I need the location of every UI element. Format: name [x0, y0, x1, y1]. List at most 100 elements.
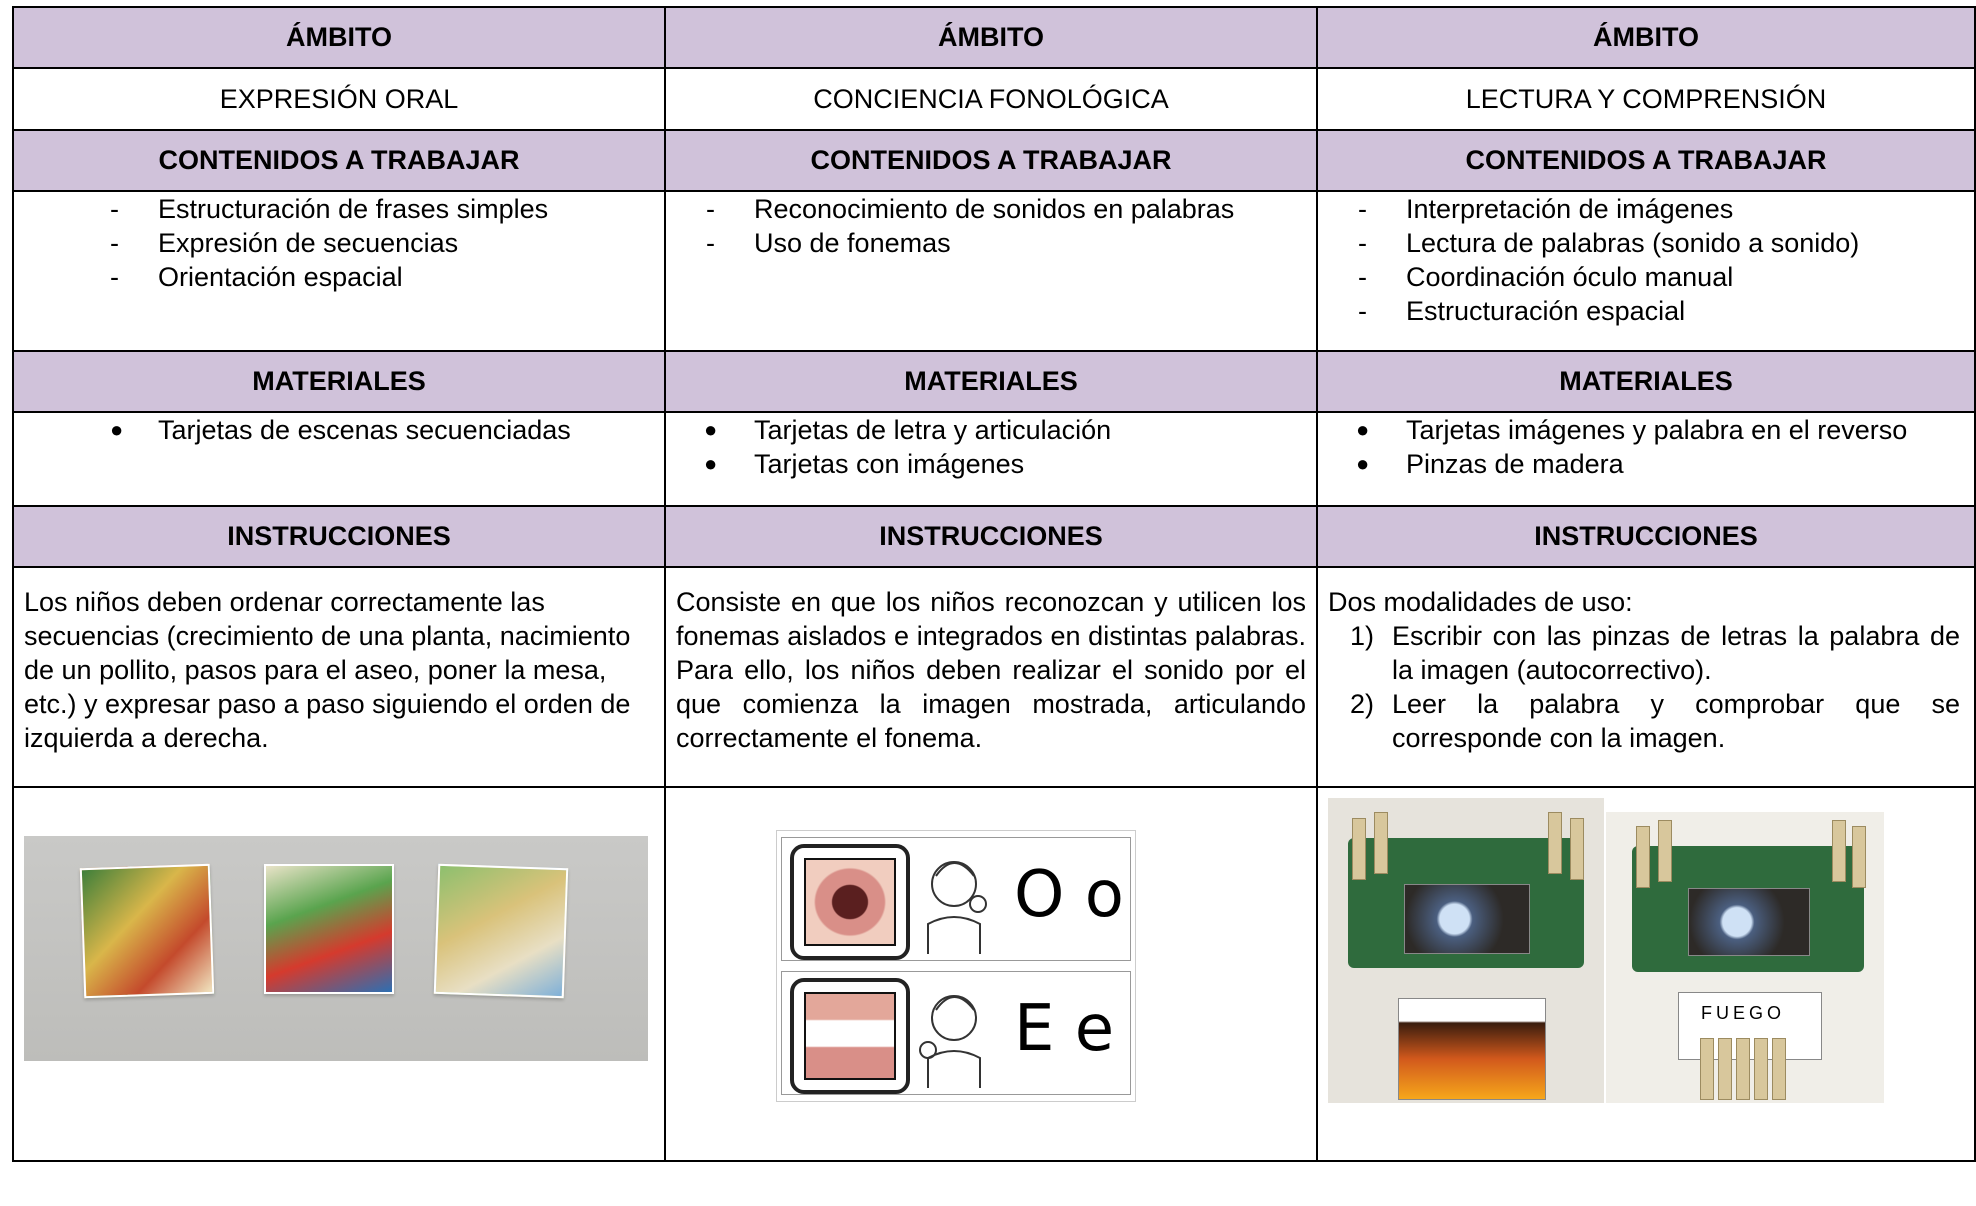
photos-row: O o E e — [12, 786, 1976, 1162]
mouth-frame — [790, 978, 910, 1094]
bullet-marker: ● — [1356, 451, 1370, 476]
instrucciones-text: Los niños deben ordenar correctamente la… — [24, 587, 631, 753]
sign-figure-icon — [927, 861, 987, 954]
contenidos-header-cell: CONTENIDOS A TRABAJAR — [1316, 129, 1976, 192]
instrucciones-header-cell: INSTRUCCIONES — [1316, 505, 1976, 568]
instrucciones-row: Los niños deben ordenar correctamente la… — [12, 566, 1976, 788]
instrucciones-steps: 1) Escribir con las pinzas de letras la p… — [1318, 619, 1974, 755]
contenidos-cell: -Estructuración de frases simples - Expre… — [12, 190, 666, 352]
sequence-cards-photo — [24, 836, 648, 1061]
dash-marker: - — [1358, 296, 1367, 326]
list-item-text: Reconocimiento de sonidos en palabras — [754, 194, 1235, 224]
scene-card — [264, 864, 394, 994]
bullet-marker: ● — [704, 451, 718, 476]
instrucciones-cell: Los niños deben ordenar correctamente la… — [12, 566, 666, 788]
ambito-value: EXPRESIÓN ORAL — [12, 67, 666, 131]
ambito-value: LECTURA Y COMPRENSIÓN — [1316, 67, 1976, 131]
list-item: -Uso de fonemas — [666, 226, 1316, 260]
list-item: - Lectura de palabras (sonido a sonido) — [1318, 226, 1974, 260]
mouth-image — [804, 992, 896, 1080]
materiales-list: ●Tarjetas imágenes y palabra en el rever… — [1318, 413, 1974, 481]
dash-marker: - — [1358, 262, 1367, 292]
ambito-value: CONCIENCIA FONOLÓGICA — [664, 67, 1318, 131]
contenidos-cell: - Reconocimiento de sonidos en palabras -… — [664, 190, 1318, 352]
list-item-text: Expresión de secuencias — [158, 228, 459, 258]
materiales-cell: ●Tarjetas imágenes y palabra en el rever… — [1316, 411, 1976, 507]
ambito-header-cell: ÁMBITO — [12, 6, 666, 69]
list-item-text: Tarjetas de letra y articulación — [754, 415, 1112, 445]
list-item: - Reconocimiento de sonidos en palabras — [666, 192, 1316, 226]
materiales-header-cell: MATERIALES — [664, 350, 1318, 413]
contenidos-header-cell: CONTENIDOS A TRABAJAR — [664, 129, 1318, 192]
scene-card — [433, 863, 569, 999]
materiales-list: ●Tarjetas de escenas secuenciadas — [14, 413, 664, 447]
list-item-text: Estructuración espacial — [1406, 296, 1686, 326]
card-word: FUEGO — [1701, 1003, 1786, 1023]
materiales-header-cell: MATERIALES — [1316, 350, 1976, 413]
list-item-text: Orientación espacial — [158, 262, 403, 292]
list-item: -Orientación espacial — [14, 260, 664, 294]
clothespin — [1374, 812, 1388, 874]
photo-cell: FUEGO — [1316, 786, 1976, 1162]
fire-picture-card — [1398, 998, 1546, 1100]
ambito-header-cell: ÁMBITO — [1316, 6, 1976, 69]
activity-table: ÁMBITO ÁMBITO ÁMBITO EXPRESIÓN ORAL CONC… — [12, 6, 1976, 1162]
bullet-marker: ● — [110, 417, 124, 442]
word-image-card — [1688, 888, 1810, 956]
sign-figure-icon — [919, 995, 981, 1088]
contenidos-header-row: CONTENIDOS A TRABAJAR CONTENIDOS A TRABA… — [12, 129, 1976, 192]
list-item-text: Interpretación de imágenes — [1406, 194, 1734, 224]
bullet-marker: ● — [1356, 417, 1370, 442]
dash-marker: - — [1358, 228, 1367, 258]
step-item: 2)Leer la palabra y comprobar que se cor… — [1318, 687, 1974, 755]
contenidos-list: -Estructuración de frases simples - Expre… — [14, 192, 664, 294]
list-item: - Estructuración espacial — [1318, 294, 1974, 328]
step-text: Escribir con las pinzas de letras la pal… — [1392, 621, 1960, 685]
list-item: ●Tarjetas imágenes y palabra en el rever… — [1318, 413, 1974, 447]
ambito-header-cell: ÁMBITO — [664, 6, 1318, 69]
contenidos-header-cell: CONTENIDOS A TRABAJAR — [12, 129, 666, 192]
letter-card: E e — [781, 971, 1131, 1095]
clothespin — [1754, 1038, 1768, 1100]
list-item-text: Tarjetas con imágenes — [754, 449, 1025, 479]
list-item: - Expresión de secuencias — [14, 226, 664, 260]
mouth-image — [804, 858, 896, 946]
instrucciones-header-cell: INSTRUCCIONES — [12, 505, 666, 568]
list-item: ● Tarjetas de letra y articulación — [666, 413, 1316, 447]
clothespin — [1736, 1038, 1750, 1100]
clothespin — [1772, 1038, 1786, 1100]
list-item: -Estructuración de frases simples — [14, 192, 664, 226]
clothespin-tray-photo — [1328, 798, 1604, 1103]
list-item-text: Pinzas de madera — [1406, 449, 1624, 479]
dash-marker: - — [110, 228, 119, 258]
clothespin — [1832, 820, 1846, 882]
step-text: Leer la palabra y comprobar que se corre… — [1392, 689, 1960, 753]
list-item: -Coordinación óculo manual — [1318, 260, 1974, 294]
list-item: -Interpretación de imágenes — [1318, 192, 1974, 226]
materiales-list: ● Tarjetas de letra y articulación ● Tarje… — [666, 413, 1316, 481]
contenidos-cell: -Interpretación de imágenes -Lectura de … — [1316, 190, 1976, 352]
dash-marker: - — [706, 194, 715, 224]
clothespin — [1352, 818, 1366, 880]
contenidos-row: -Estructuración de frases simples - Expre… — [12, 190, 1976, 352]
instrucciones-header-cell: INSTRUCCIONES — [664, 505, 1318, 568]
list-item-text: Lectura de palabras (sonido a sonido) — [1406, 228, 1860, 258]
clothespin — [1718, 1038, 1732, 1100]
clothespin — [1658, 820, 1672, 882]
list-item: ● Pinzas de madera — [1318, 447, 1974, 481]
contenidos-list: - Reconocimiento de sonidos en palabras -… — [666, 192, 1316, 260]
letter-pair: O o — [1014, 858, 1124, 932]
clothespin — [1852, 826, 1866, 888]
photo-cell: O o E e — [664, 786, 1318, 1162]
clothespin — [1636, 826, 1650, 888]
ambito-value-row: EXPRESIÓN ORAL CONCIENCIA FONOLÓGICA LEC… — [12, 67, 1976, 131]
step-number: 1) — [1350, 621, 1375, 651]
bullet-marker: ● — [704, 417, 718, 442]
ambito-header-row: ÁMBITO ÁMBITO ÁMBITO — [12, 6, 1976, 69]
list-item: ●Tarjetas de escenas secuenciadas — [14, 413, 664, 447]
clothespin — [1548, 812, 1562, 874]
clothespin — [1570, 818, 1584, 880]
dash-marker: - — [110, 194, 119, 224]
dash-marker: - — [706, 228, 715, 258]
materiales-header-cell: MATERIALES — [12, 350, 666, 413]
